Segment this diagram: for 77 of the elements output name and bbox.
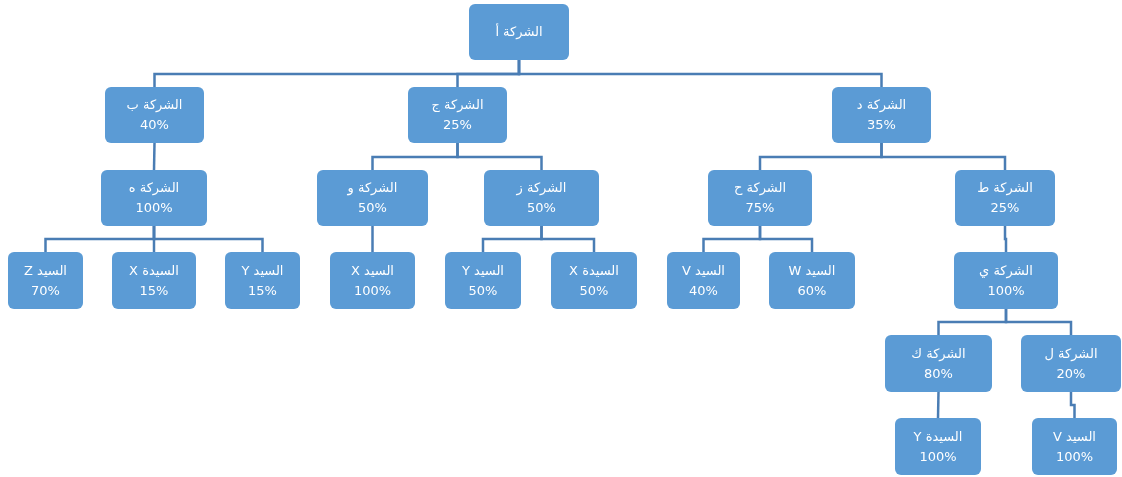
- entity-box: [885, 335, 992, 392]
- ownership-percentage: 100%: [353, 282, 392, 299]
- ownership-percentage: 50%: [468, 282, 498, 299]
- entity-name: الشركة و: [347, 180, 398, 196]
- entity-box: [832, 87, 931, 143]
- entity-name: الشركة ز: [516, 180, 567, 196]
- ownership-percentage: 15%: [139, 282, 169, 299]
- entity-name: السيد Y: [462, 262, 504, 279]
- entity-box: [469, 4, 569, 60]
- entity-name: الشركة ل: [1044, 345, 1098, 362]
- connector-line: [517, 60, 883, 87]
- entity-box: [105, 87, 204, 143]
- entity-name: السيد X: [351, 262, 394, 279]
- connector-line: [880, 143, 1007, 170]
- connector-line: [1069, 392, 1076, 418]
- ownership-percentage: 100%: [135, 200, 173, 216]
- ownership-percentage: 20%: [1056, 365, 1086, 382]
- entity-box: [895, 418, 981, 475]
- entity-box: [551, 252, 637, 309]
- entity-name: السيد V: [682, 262, 725, 279]
- ownership-percentage: 50%: [358, 200, 387, 216]
- ownership-percentage: 50%: [527, 200, 556, 216]
- entity-name: الشركة أ: [495, 24, 543, 40]
- connector-line: [152, 142, 156, 171]
- entity-box: [408, 87, 507, 143]
- entity-box: [317, 170, 428, 226]
- ownership-percentage: 25%: [990, 200, 1020, 216]
- ownership-percentage: 35%: [867, 117, 896, 133]
- entity-name: السيدة X: [129, 262, 179, 279]
- ownership-percentage: 100%: [987, 282, 1025, 299]
- ownership-percentage: 25%: [443, 117, 472, 133]
- ownership-percentage: 75%: [745, 200, 775, 216]
- entity-name: السيد Y: [241, 262, 284, 279]
- entity-name: السيد W: [788, 262, 836, 279]
- entity-name: الشركة ج: [431, 97, 484, 113]
- entity-name: الشركة ب: [126, 97, 183, 113]
- ownership-percentage: 100%: [919, 448, 957, 465]
- entity-name: الشركة د: [856, 97, 907, 113]
- entity-box: [112, 252, 196, 309]
- entity-box: [667, 252, 740, 309]
- entity-name: السيد Z: [24, 262, 67, 279]
- ownership-percentage: 15%: [248, 282, 277, 299]
- ownership-percentage: 100%: [1055, 448, 1094, 465]
- entity-box: [225, 252, 300, 309]
- entity-name: الشركة ه: [128, 180, 180, 196]
- ownership-percentage: 80%: [924, 365, 953, 382]
- entity-box: [955, 170, 1055, 226]
- connector-line: [1004, 309, 1073, 335]
- entity-box: [769, 252, 855, 309]
- connector-line: [540, 226, 596, 252]
- entity-box: [1021, 335, 1121, 392]
- entity-box: [1032, 418, 1117, 475]
- entity-name: الشركة ي: [979, 262, 1033, 279]
- ownership-percentage: 40%: [140, 117, 169, 133]
- ownership-percentage: 70%: [31, 282, 60, 299]
- entity-name: الشركة ك: [911, 345, 966, 362]
- ownership-percentage: 60%: [797, 282, 827, 299]
- entity-box: [954, 252, 1058, 309]
- entity-box: [101, 170, 207, 226]
- ownership-percentage: 50%: [579, 282, 609, 299]
- connector-line: [456, 143, 543, 170]
- connector-line: [371, 226, 374, 252]
- entity-box: [708, 170, 812, 226]
- entity-box: [330, 252, 415, 309]
- connector-line: [936, 391, 940, 419]
- connector-line: [1003, 226, 1008, 252]
- entity-box: [8, 252, 83, 309]
- ownership-percentage: 40%: [689, 282, 718, 299]
- connector-line: [152, 226, 264, 252]
- entity-name: الشركة ح: [734, 180, 786, 196]
- entity-name: السيدة X: [569, 262, 619, 279]
- entity-name: الشركة ط: [977, 180, 1033, 196]
- entity-box: [484, 170, 599, 226]
- connector-line: [758, 226, 814, 252]
- entity-name: السيد V: [1053, 428, 1096, 445]
- entity-box: [445, 252, 521, 309]
- entity-name: السيدة Y: [913, 428, 963, 445]
